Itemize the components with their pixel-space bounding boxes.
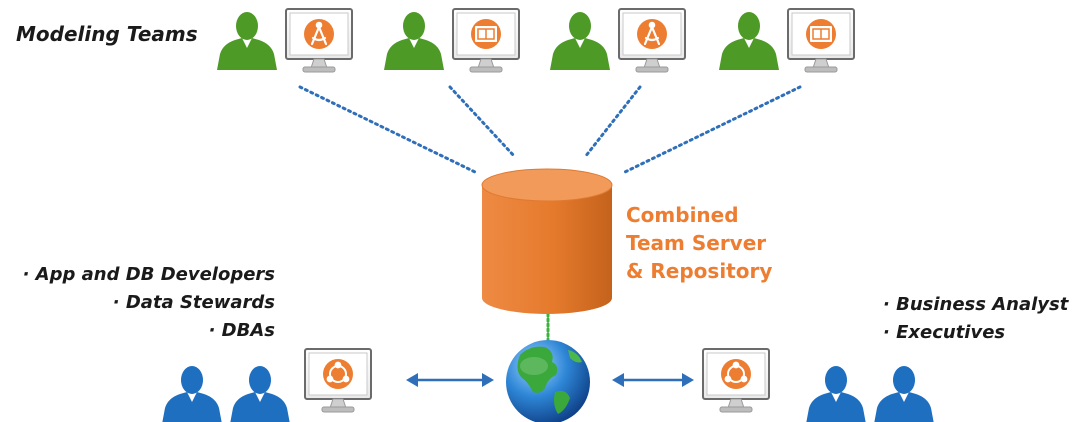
person-icon: [230, 366, 290, 422]
person-icon: [217, 12, 277, 70]
viewer-monitor: [702, 348, 770, 413]
person-icon: [384, 12, 444, 70]
blueprint-icon: [810, 26, 832, 42]
person-icon: [806, 366, 866, 422]
connector-team-2: [448, 85, 517, 159]
network-app-icon: [326, 361, 350, 383]
repository-label-line-1: Combined: [626, 203, 739, 227]
left-network-arrow: [406, 373, 494, 387]
workstation-monitor: [618, 8, 686, 73]
team-connectors: [298, 85, 802, 174]
network-app-icon: [724, 361, 748, 383]
connector-team-1: [298, 85, 477, 174]
workstation-monitor: [787, 8, 855, 73]
modeling-teams-label: Modeling Teams: [16, 22, 198, 46]
person-icon: [874, 366, 934, 422]
connector-team-4: [623, 85, 802, 174]
left-role-dbas: · DBAs: [208, 320, 275, 341]
compass-icon: [310, 21, 328, 46]
globe-icon: [506, 340, 590, 422]
left-role-developers: · App and DB Developers: [22, 264, 275, 285]
left-role-data-stewards: · Data Stewards: [112, 292, 275, 313]
repository-label-line-2: Team Server: [626, 231, 767, 255]
person-icon: [719, 12, 779, 70]
blueprint-icon: [475, 26, 497, 42]
workstation-monitor: [452, 8, 520, 73]
compass-icon: [643, 21, 661, 46]
modeling-team-4: [719, 8, 855, 73]
person-icon: [550, 12, 610, 70]
database-icon: [481, 168, 613, 314]
modeling-team-2: [384, 8, 520, 73]
modeling-team-3: [550, 8, 686, 73]
right-viewer-group: [702, 348, 934, 422]
workstation-monitor: [285, 8, 353, 73]
modeling-team-1: [217, 8, 353, 73]
right-role-business-analyst: · Business Analyst: [883, 294, 1069, 315]
viewer-monitor: [304, 348, 372, 413]
connector-team-3: [583, 85, 642, 159]
repository-label-line-3: & Repository: [626, 259, 773, 283]
right-network-arrow: [612, 373, 694, 387]
person-icon: [162, 366, 222, 422]
left-viewer-group: [162, 348, 372, 422]
right-role-executives: · Executives: [883, 322, 1006, 343]
